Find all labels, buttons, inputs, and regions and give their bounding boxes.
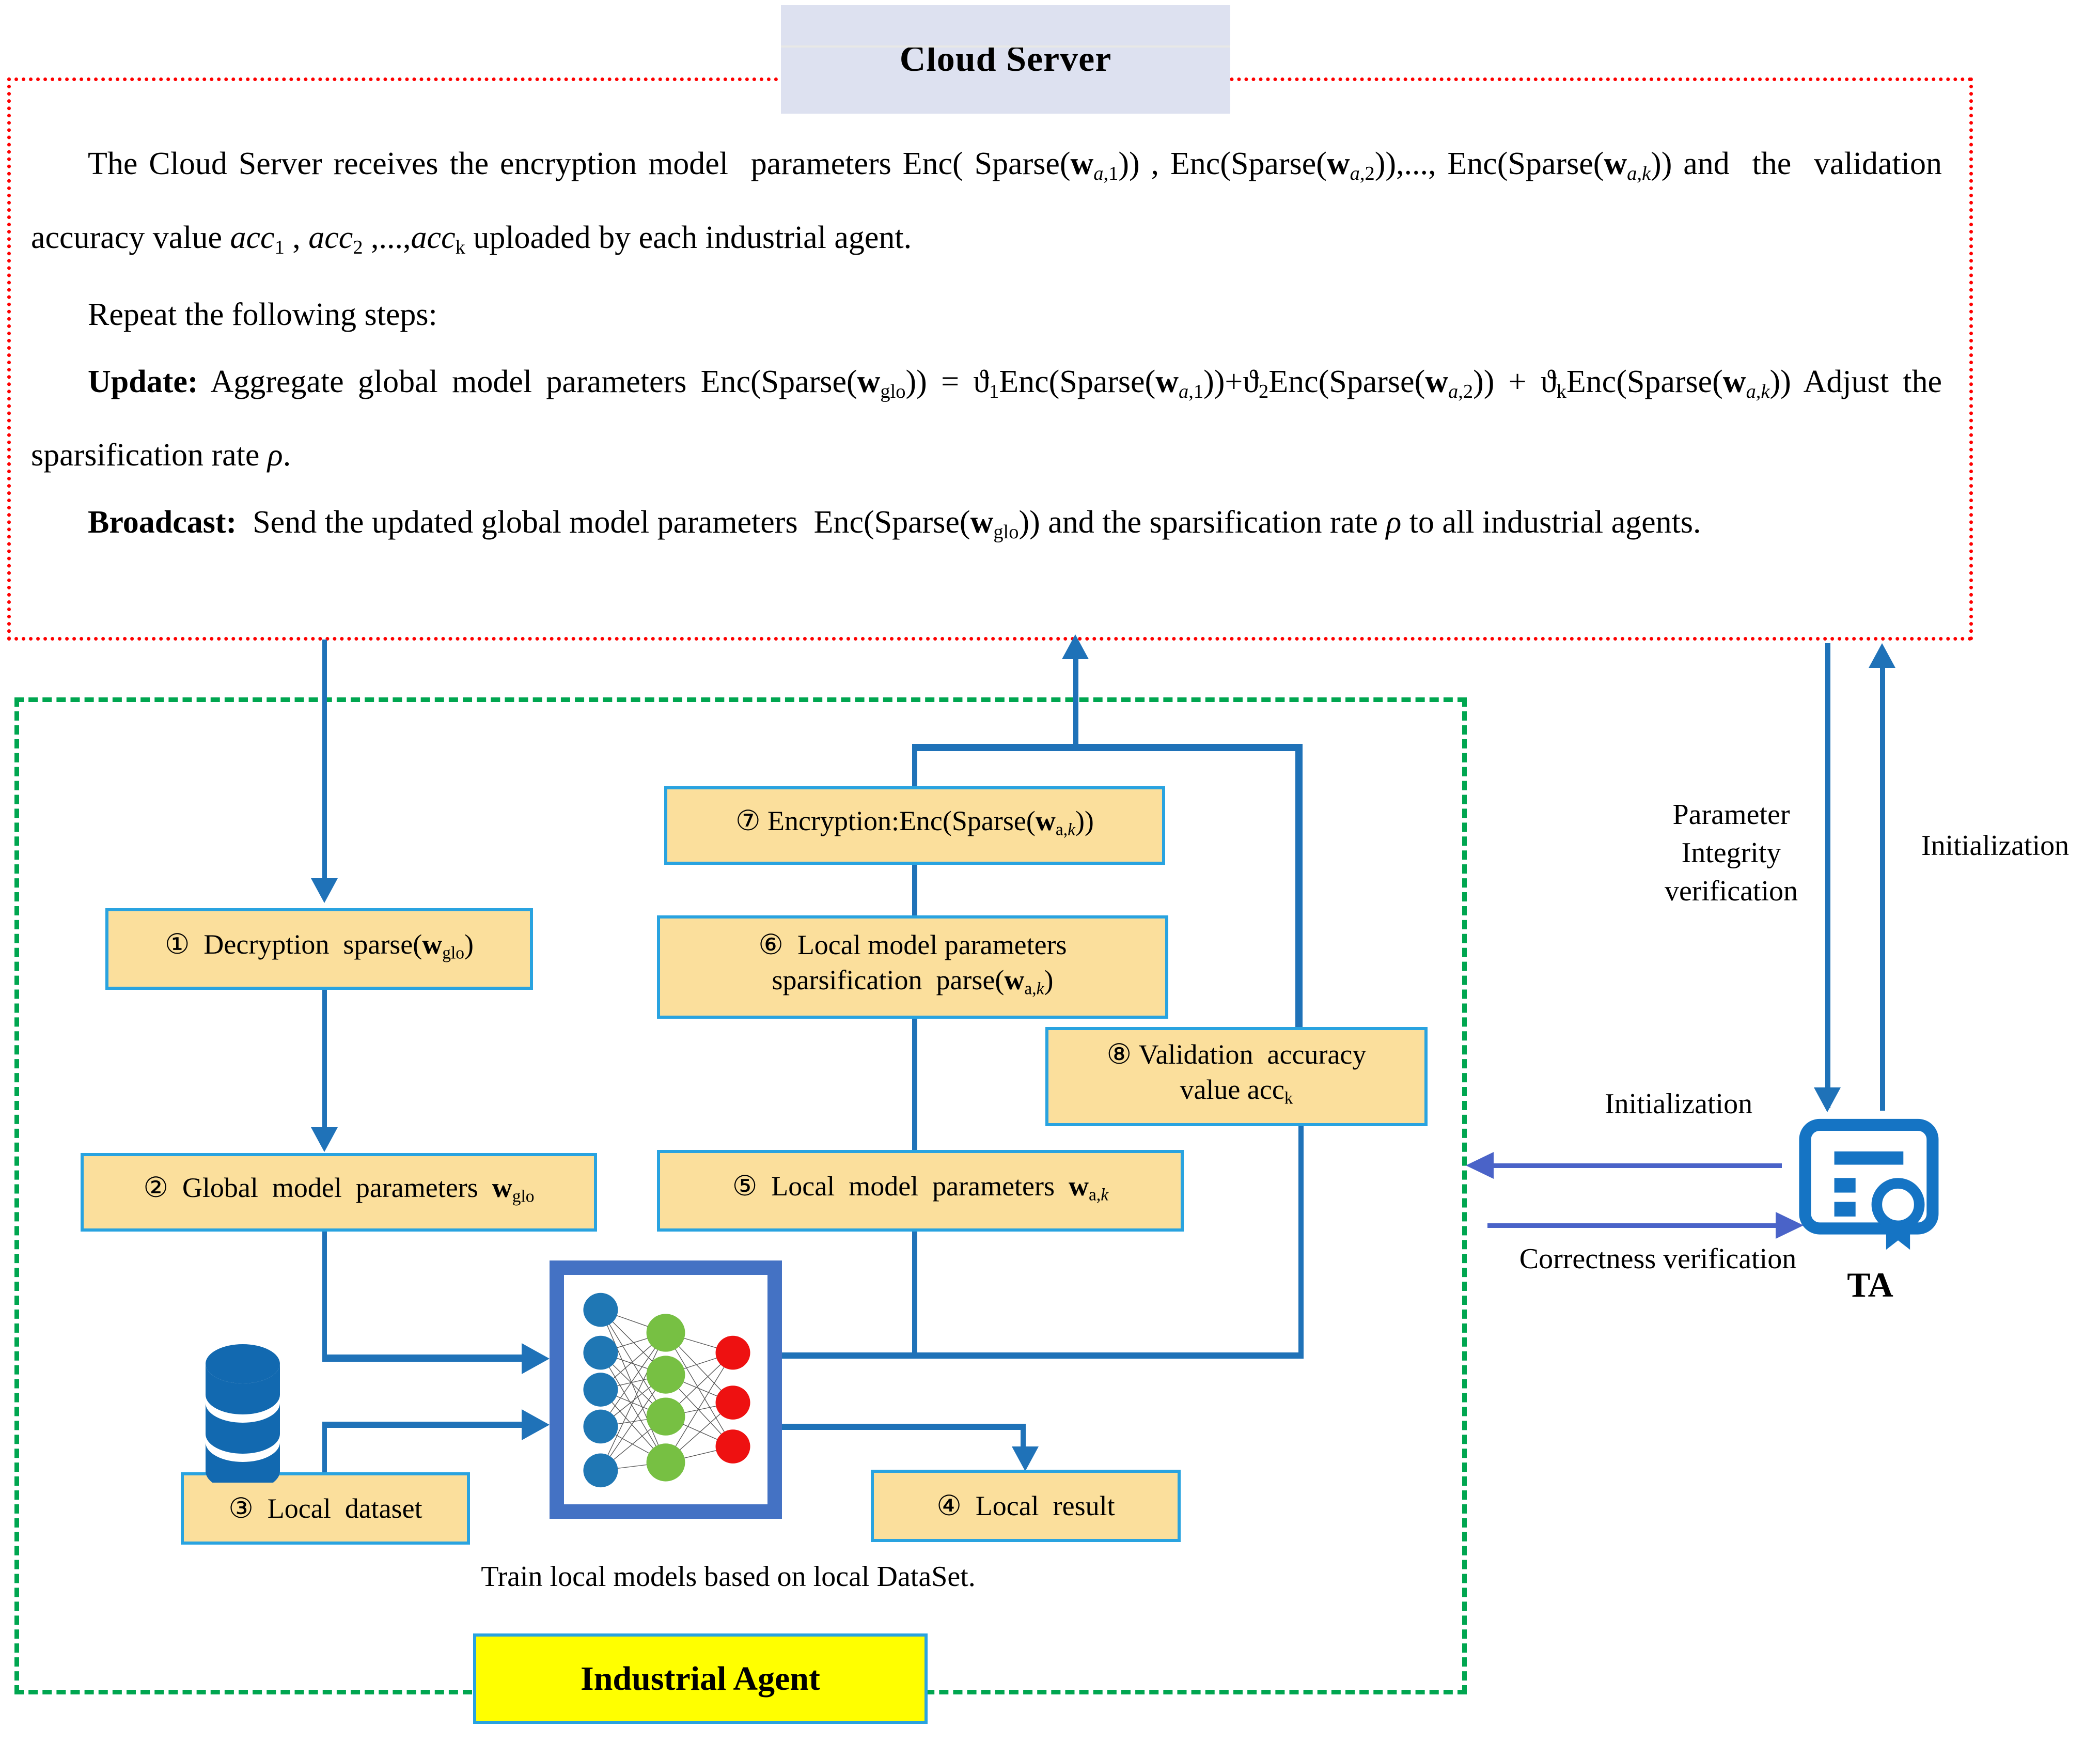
box7-label: ⑦ Encryption:Enc(Sparse(wa,k)) — [735, 805, 1094, 839]
label-param-line1: Parameter — [1672, 799, 1790, 831]
cloud-paragraph-broadcast: Broadcast: Send the updated global model… — [88, 505, 1701, 543]
arrowhead-up-cloud-right — [1869, 643, 1895, 668]
database-cylinder — [206, 1344, 280, 1491]
connector-cloud-to-box1 — [322, 640, 327, 882]
connector-box1-to-box2 — [322, 990, 327, 1132]
arrowhead-down-box4 — [1012, 1446, 1039, 1471]
label-param-line3: verification — [1664, 875, 1798, 907]
nn-input-layer — [583, 1293, 618, 1488]
process-box-1-decryption[interactable]: ① Decryption sparse(wglo) — [105, 908, 533, 990]
arrowhead-down-box1 — [311, 878, 338, 903]
neural-network-canvas — [564, 1275, 767, 1504]
connector-box2-to-nn — [322, 1355, 525, 1362]
arrowhead-left-init — [1466, 1152, 1494, 1179]
connector-box5-to-box6 — [912, 1019, 917, 1152]
arrowhead-down-ta — [1814, 1087, 1841, 1112]
label-parameter-integrity-verification: Parameter Integrity verification — [1638, 796, 1824, 910]
industrial-agent-label: Industrial Agent — [581, 1659, 820, 1698]
train-local-models-caption: Train local models based on local DataSe… — [481, 1561, 976, 1593]
cloud-server-region — [7, 77, 1973, 641]
arrowhead-down-box2 — [311, 1127, 338, 1152]
arrowhead-right-correctness — [1776, 1212, 1804, 1239]
update-label: Update: — [88, 364, 198, 399]
nn-hidden-layer — [646, 1314, 685, 1482]
neural-network-graph — [583, 1293, 750, 1488]
title-rule — [781, 45, 1230, 48]
connector-cloud-to-ta — [1825, 643, 1830, 1108]
cloud-server-description: The Cloud Server receives the encryption… — [31, 132, 1942, 612]
connector-nn-right-trunk — [782, 1352, 1304, 1359]
connector-box2-down — [322, 1232, 327, 1359]
connector-box8-up — [1295, 744, 1303, 1029]
label-initialization-top: Initialization — [1921, 830, 2070, 862]
connector-nn-to-box5 — [912, 1150, 917, 1356]
connector-nn-down-box4 — [1021, 1424, 1026, 1457]
box1-label: ① Decryption sparse(wglo) — [164, 929, 474, 963]
connector-box6-to-box7 — [912, 865, 917, 917]
label-correctness-verification: Correctness verification — [1519, 1243, 1797, 1275]
database-icon — [191, 1343, 294, 1491]
connector-ta-to-cloud — [1880, 666, 1885, 1111]
connector-ta-init-left — [1493, 1163, 1782, 1168]
certificate-icon — [1795, 1117, 1945, 1256]
connector-merge-to-cloud — [1073, 656, 1078, 749]
process-box-3-local-dataset[interactable]: ③ Local dataset — [181, 1472, 470, 1545]
connector-box3-to-nn — [322, 1422, 525, 1428]
box4-label: ④ Local result — [936, 1490, 1115, 1521]
arrowhead-right-nn-top — [522, 1343, 550, 1374]
connector-nn-to-box4 — [782, 1424, 1025, 1430]
cloud-paragraph-receive: The Cloud Server receives the encryption… — [31, 146, 1942, 258]
page-title: Cloud Server — [899, 39, 1112, 79]
connector-agent-correctness-right — [1487, 1223, 1777, 1228]
industrial-agent-title-chip: Industrial Agent — [473, 1633, 928, 1724]
connector-box3-up — [322, 1424, 327, 1475]
ta-label: TA — [1847, 1265, 1893, 1304]
label-param-line2: Integrity — [1681, 837, 1781, 869]
label-initialization-mid: Initialization — [1604, 1088, 1753, 1120]
ta-certificate-glyph — [1799, 1118, 1939, 1250]
arrowhead-right-nn-bottom — [522, 1409, 550, 1440]
process-box-2-global-params[interactable]: ② Global model parameters wglo — [81, 1153, 597, 1232]
broadcast-label: Broadcast: — [88, 505, 237, 540]
process-box-4-local-result[interactable]: ④ Local result — [871, 1470, 1181, 1542]
connector-trunk-up-box8 — [1298, 1126, 1304, 1356]
connector-merge-bar — [912, 744, 1300, 751]
cloud-paragraph-update: Update: Aggregate global model parameter… — [31, 364, 1942, 473]
connector-box7-up — [912, 748, 917, 788]
arrowhead-up-cloud — [1062, 634, 1089, 659]
neural-network-card — [550, 1260, 782, 1519]
cloud-paragraph-repeat: Repeat the following steps: — [88, 297, 437, 332]
box3-label: ③ Local dataset — [228, 1493, 422, 1524]
nn-output-layer — [715, 1335, 750, 1464]
box5-label: ⑤ Local model parameters wa,k — [732, 1171, 1109, 1205]
process-box-5-local-params[interactable]: ⑤ Local model parameters wa,k — [657, 1150, 1184, 1232]
box2-label: ② Global model parameters wglo — [143, 1172, 535, 1206]
cloud-server-title-chip: Cloud Server — [781, 5, 1230, 114]
process-box-7-encryption[interactable]: ⑦ Encryption:Enc(Sparse(wa,k)) — [664, 786, 1165, 865]
